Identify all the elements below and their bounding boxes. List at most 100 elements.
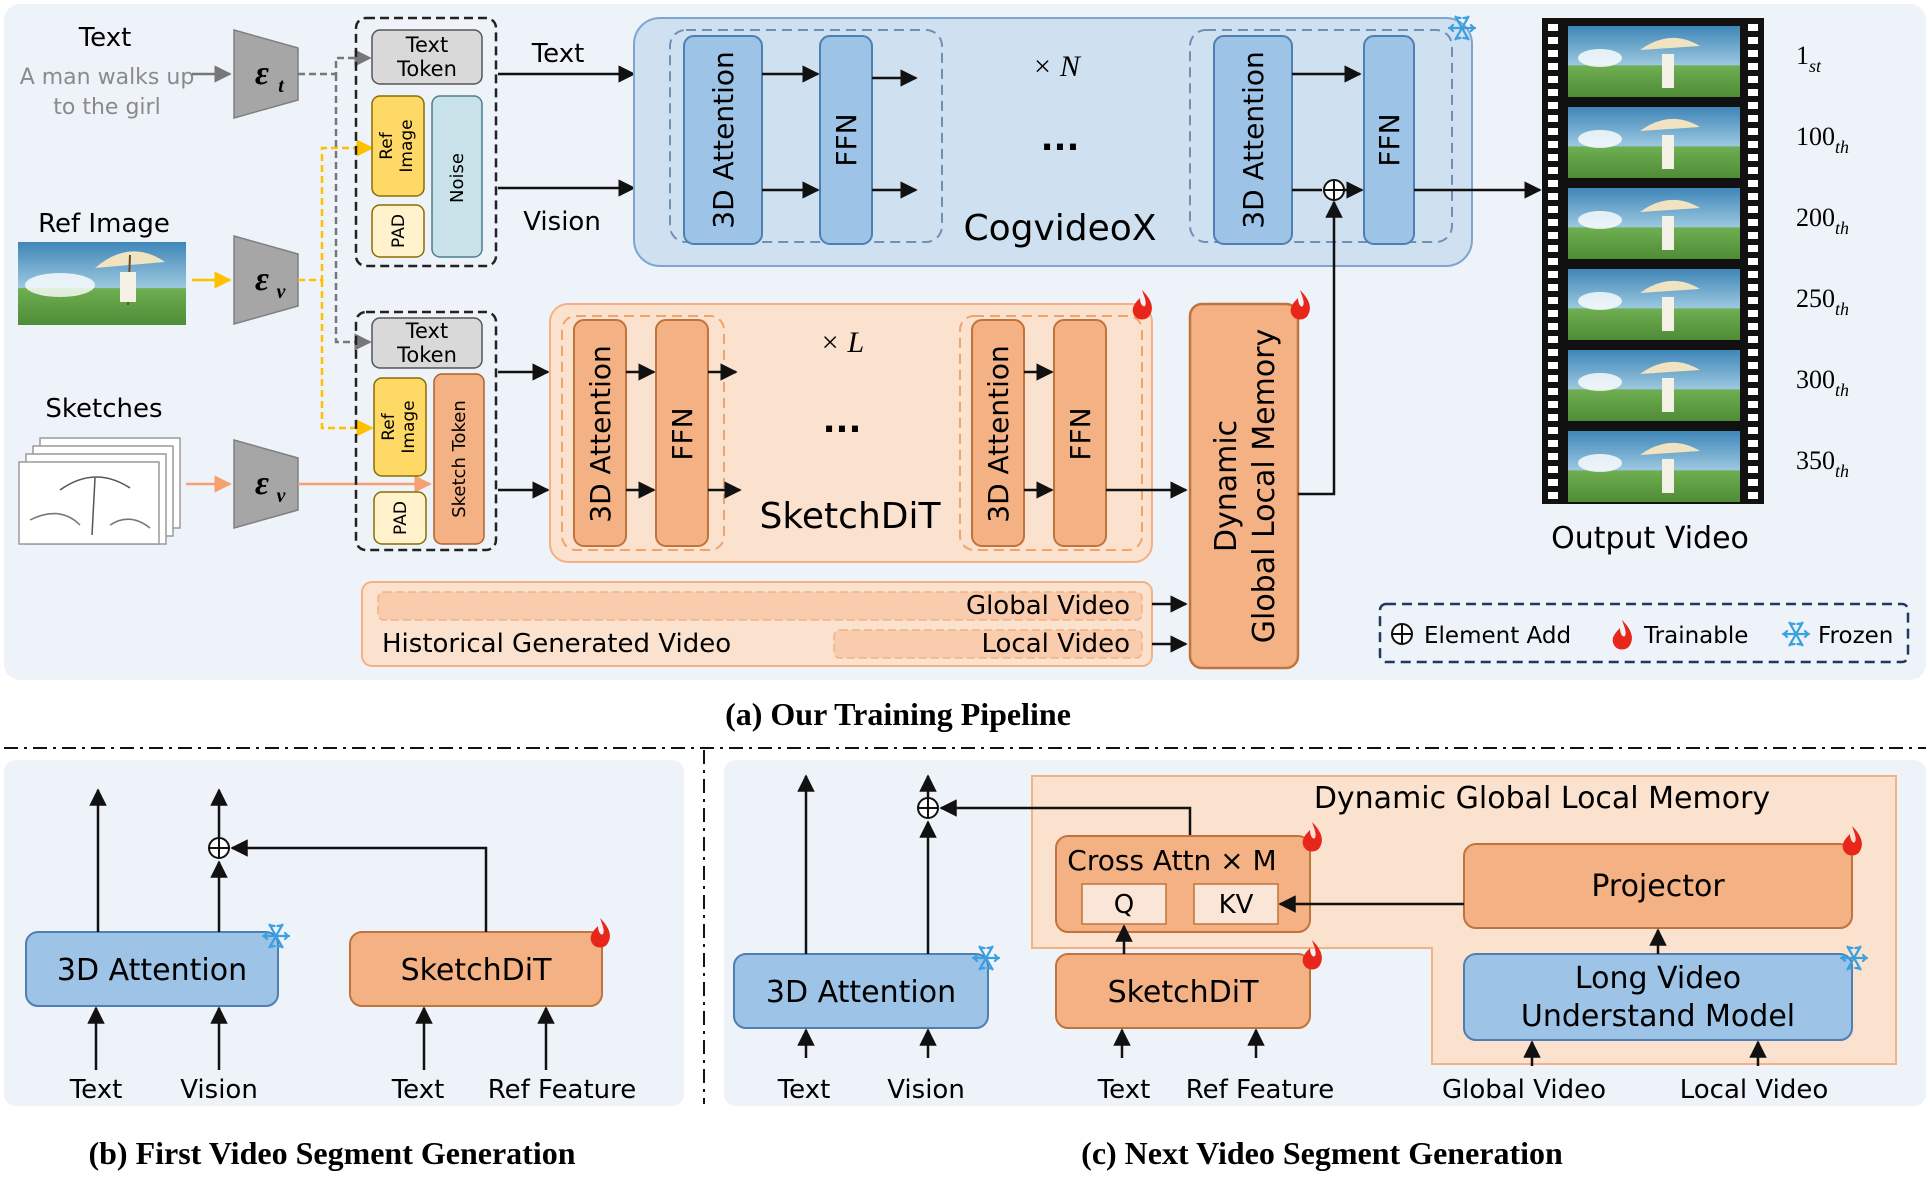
frame-index-label: 200th (1796, 203, 1849, 238)
svg-text:Ref: Ref (379, 412, 399, 441)
sprocket-hole (1548, 141, 1558, 148)
next-sketchdit (1055, 953, 1311, 1029)
sprocket-hole (1548, 284, 1558, 291)
svg-text:SketchDiT: SketchDiT (1108, 975, 1260, 1010)
output-frame (1568, 188, 1740, 259)
svg-text:3D Attention: 3D Attention (584, 345, 617, 523)
svg-text:SketchDiT: SketchDiT (401, 953, 553, 988)
sprocket-hole (1548, 388, 1558, 395)
legend-element-add: Element Add (1424, 623, 1571, 649)
svg-text:Token: Token (396, 57, 457, 81)
sk-pad-token (373, 491, 427, 545)
sprocket-hole (1748, 128, 1758, 135)
first-sketchdit (349, 931, 603, 1007)
svg-text:Q: Q (1114, 890, 1134, 920)
sprocket-hole (1548, 310, 1558, 317)
sprocket-hole (1548, 180, 1558, 187)
sprocket-hole (1548, 154, 1558, 161)
ref-image-encoder: ε v (233, 235, 299, 325)
sprocket-hole (1548, 24, 1558, 31)
sprocket-hole (1748, 492, 1758, 499)
sprocket-hole (1548, 76, 1558, 83)
sprocket-hole (1548, 128, 1558, 135)
sketch-encoder: ε v (233, 439, 299, 529)
sprocket-hole (1548, 440, 1558, 447)
projector-block (1463, 843, 1853, 929)
sprocket-hole (1748, 50, 1758, 57)
sprocket-hole (1748, 76, 1758, 83)
frame-index-label: 300th (1796, 365, 1849, 400)
sprocket-hole (1748, 154, 1758, 161)
first-input-text-2: Text (391, 1075, 445, 1105)
next-input-local-video: Local Video (1680, 1075, 1829, 1105)
sk-3d-attention-1 (573, 319, 627, 547)
svg-text:ε: ε (255, 55, 269, 92)
legend-box (1378, 602, 1910, 664)
sprocket-hole (1748, 284, 1758, 291)
sk-ellipsis: ... (823, 401, 862, 441)
svg-text:3D Attention: 3D Attention (1237, 51, 1270, 229)
sprocket-hole (1548, 37, 1558, 44)
svg-text:ε: ε (255, 261, 269, 298)
sprocket-hole (1748, 310, 1758, 317)
dynamic-memory-block (1188, 302, 1300, 670)
sprocket-hole (1748, 453, 1758, 460)
svg-text:Global Local Memory: Global Local Memory (1247, 329, 1282, 644)
sprocket-hole (1748, 63, 1758, 70)
text-prompt-line2: to the girl (53, 95, 160, 120)
sk-3d-attention-2 (971, 319, 1025, 547)
svg-text:Image: Image (399, 400, 419, 453)
svg-text:3D Attention: 3D Attention (766, 975, 956, 1010)
sk-ffn-1 (655, 319, 709, 547)
first-input-ref-feature: Ref Feature (488, 1075, 637, 1105)
sprocket-hole (1748, 180, 1758, 187)
sprocket-hole (1548, 336, 1558, 343)
sprocket-hole (1748, 466, 1758, 473)
global-video-label: Global Video (966, 591, 1130, 621)
sprocket-hole (1548, 193, 1558, 200)
sk-text-token (371, 317, 483, 369)
svg-text:Text: Text (405, 33, 448, 57)
output-frame (1568, 107, 1740, 178)
svg-text:Image: Image (397, 119, 417, 172)
sprocket-hole (1748, 401, 1758, 408)
output-frame (1568, 431, 1740, 502)
sprocket-hole (1748, 479, 1758, 486)
frame-index-label: 100th (1796, 122, 1849, 157)
sprocket-hole (1548, 492, 1558, 499)
svg-text:FFN: FFN (830, 113, 863, 166)
sketch-token (433, 373, 485, 545)
output-frame (1568, 26, 1740, 97)
next-input-ref-feature: Ref Feature (1186, 1075, 1335, 1105)
cog-ffn-1 (819, 35, 873, 245)
sk-ffn-2 (1053, 319, 1107, 547)
sprocket-hole (1548, 167, 1558, 174)
svg-text:Ref: Ref (377, 131, 397, 160)
sprocket-hole (1748, 24, 1758, 31)
svg-text:PAD: PAD (391, 501, 411, 535)
sketch-token-group (354, 310, 498, 552)
sprocket-hole (1748, 102, 1758, 109)
frame-index-label: 1st (1796, 41, 1822, 76)
next-input-text-2: Text (1097, 1075, 1151, 1105)
next-input-vision: Vision (887, 1075, 965, 1105)
sprocket-hole (1548, 63, 1558, 70)
sprocket-hole (1548, 89, 1558, 96)
first-input-vision: Vision (180, 1075, 258, 1105)
cog-noise-token (431, 95, 483, 258)
frame-index-label: 250th (1796, 284, 1849, 319)
svg-text:KV: KV (1219, 890, 1254, 920)
svg-text:PAD: PAD (389, 214, 409, 248)
ref-image-label: Ref Image (38, 209, 170, 239)
sprocket-hole (1548, 297, 1558, 304)
sprocket-hole (1748, 89, 1758, 96)
sk-ref-image-token (373, 377, 427, 477)
sprocket-hole (1748, 141, 1758, 148)
cog-pad-token (371, 204, 425, 258)
caption-a: (a) Our Training Pipeline (725, 696, 1071, 732)
next-input-global-video: Global Video (1442, 1075, 1606, 1105)
sprocket-hole (1548, 479, 1558, 486)
ref-image-thumbnail (18, 242, 186, 325)
sketchdit-name: SketchDiT (759, 496, 941, 537)
